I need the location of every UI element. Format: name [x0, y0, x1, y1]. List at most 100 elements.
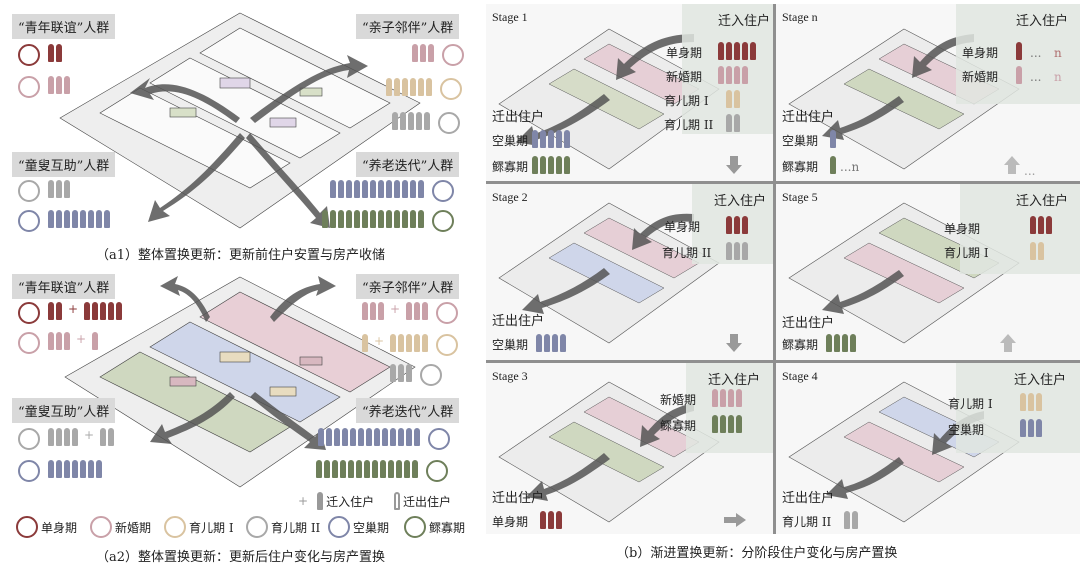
person-icon	[426, 78, 432, 96]
person-icon	[356, 460, 362, 478]
legend-newlywed-label: 新婚期	[115, 520, 152, 535]
stage-3-out-arrow	[526, 453, 610, 501]
stage-4-out-arrow	[826, 457, 904, 499]
person-icon	[412, 44, 418, 62]
person-icon	[726, 42, 732, 60]
person-icon	[48, 76, 54, 94]
person-icon	[392, 112, 398, 130]
stage-1-single-figs	[718, 42, 756, 60]
stage-3-in-arrow	[640, 403, 694, 447]
person-icon	[362, 334, 368, 352]
person-icon	[56, 76, 62, 94]
person-icon	[88, 460, 94, 478]
person-icon	[734, 242, 740, 260]
person-icon	[544, 334, 550, 352]
a1-elder-row1	[330, 180, 454, 202]
stage-5-out-label: 迁出住户	[782, 316, 835, 331]
person-icon	[56, 302, 62, 320]
person-icon	[48, 332, 54, 350]
person-icon	[394, 78, 400, 96]
empty-nest-circle-icon	[432, 180, 454, 202]
parenting1-circle-icon	[436, 334, 459, 356]
person-icon	[422, 302, 429, 320]
person-icon	[408, 112, 414, 130]
a1-child-row2	[18, 210, 110, 232]
stage-1-parenting1-figs	[726, 90, 740, 108]
person-icon	[548, 156, 554, 174]
legend-move-out: 迁出住户	[394, 492, 451, 510]
a2-parent-row1: +	[362, 302, 459, 324]
stage-5-single-figs	[1030, 216, 1052, 234]
stage-5-widowed-figs	[826, 334, 856, 352]
stage-n-row-empty-nest: 空巢期	[782, 134, 819, 148]
person-icon	[104, 210, 110, 228]
person-icon	[416, 112, 422, 130]
person-icon	[826, 334, 832, 352]
person-icon	[108, 428, 115, 446]
person-icon	[366, 428, 372, 446]
stage-1-row-parenting1: 育儿期 I	[664, 94, 709, 108]
a2-illustration	[64, 276, 416, 488]
person-icon	[728, 415, 734, 433]
person-icon	[362, 180, 368, 198]
person-icon	[842, 334, 848, 352]
stage-2-block	[498, 202, 720, 344]
stage-5-panel: Stage 5 迁入住户 单身期 育儿期 I 迁出住户 鳏寡期	[776, 184, 1080, 360]
b-caption: （b）渐进置换更新：分阶段住户变化与房产置换	[616, 546, 898, 561]
person-icon	[346, 180, 352, 198]
person-icon	[64, 180, 70, 198]
stage-n-newlywed-n: n	[1054, 70, 1062, 84]
stage-5-parenting1-figs	[1030, 242, 1044, 260]
stage-n-widowed-figs	[830, 156, 836, 174]
person-icon	[346, 210, 352, 228]
empty-nest-circle-icon	[18, 210, 40, 232]
person-icon	[386, 78, 392, 96]
person-icon	[400, 112, 406, 130]
stage-n-in-arrow	[912, 34, 974, 78]
stage-3-in-label: 迁入住户	[708, 373, 761, 388]
stage-3-row-newlywed: 新婚期	[660, 393, 697, 407]
plus-sign: +	[68, 302, 79, 316]
stage-1-row-single: 单身期	[666, 46, 703, 60]
stage-4-panel: Stage 4 迁入住户 育儿期 I 空巢期 迁出住户 育儿期 II	[776, 363, 1080, 534]
person-icon	[406, 428, 412, 446]
person-icon	[396, 460, 402, 478]
legend-move-in-label: 迁入住户	[326, 494, 375, 509]
stage-4-in-label: 迁入住户	[1014, 373, 1067, 388]
person-icon	[536, 334, 542, 352]
stage-n-out-arrow	[822, 96, 904, 140]
person-icon	[726, 66, 732, 84]
person-icon	[370, 302, 376, 320]
person-icon	[378, 180, 384, 198]
person-icon	[48, 180, 54, 198]
single-circle-icon	[16, 516, 38, 538]
a2-caption: （a2）整体置换更新：更新后住户变化与房产置换	[96, 550, 386, 565]
person-icon	[414, 302, 421, 320]
stage-n-single-n: n	[1054, 46, 1062, 60]
person-icon	[852, 511, 858, 529]
stage-3-right-arrow-icon	[724, 513, 746, 527]
parenting1-circle-icon	[164, 516, 186, 538]
a2-elder-row1	[318, 428, 450, 450]
stage-n-empty-nest-figs	[830, 130, 836, 148]
stage-2-row-parenting2: 育儿期 II	[662, 246, 712, 260]
person-icon	[736, 415, 742, 433]
plus-sign: +	[76, 332, 87, 346]
person-icon	[422, 334, 429, 352]
person-icon	[734, 114, 740, 132]
stage-1-panel: Stage 1 迁入住户 单身期 新婚期 育儿期 I 育儿期 II 迁出住户 空…	[486, 4, 773, 181]
person-icon	[726, 90, 732, 108]
person-icon	[540, 156, 546, 174]
legend-single-label: 单身期	[41, 520, 78, 535]
person-icon	[84, 302, 91, 320]
stage-2-single-figs	[726, 216, 748, 234]
newlywed-circle-icon	[442, 44, 464, 66]
person-icon	[1030, 242, 1036, 260]
person-icon	[418, 180, 424, 198]
stage-n-panel: Stage n 迁入住户 单身期 新婚期 ... n ... n 迁出住户 空巢…	[776, 4, 1080, 181]
stage-5-row-parenting1: 育儿期 I	[944, 246, 989, 260]
person-icon	[388, 460, 394, 478]
parenting2-circle-icon	[246, 516, 268, 538]
plus-sign: +	[374, 334, 385, 348]
person-icon	[354, 180, 360, 198]
